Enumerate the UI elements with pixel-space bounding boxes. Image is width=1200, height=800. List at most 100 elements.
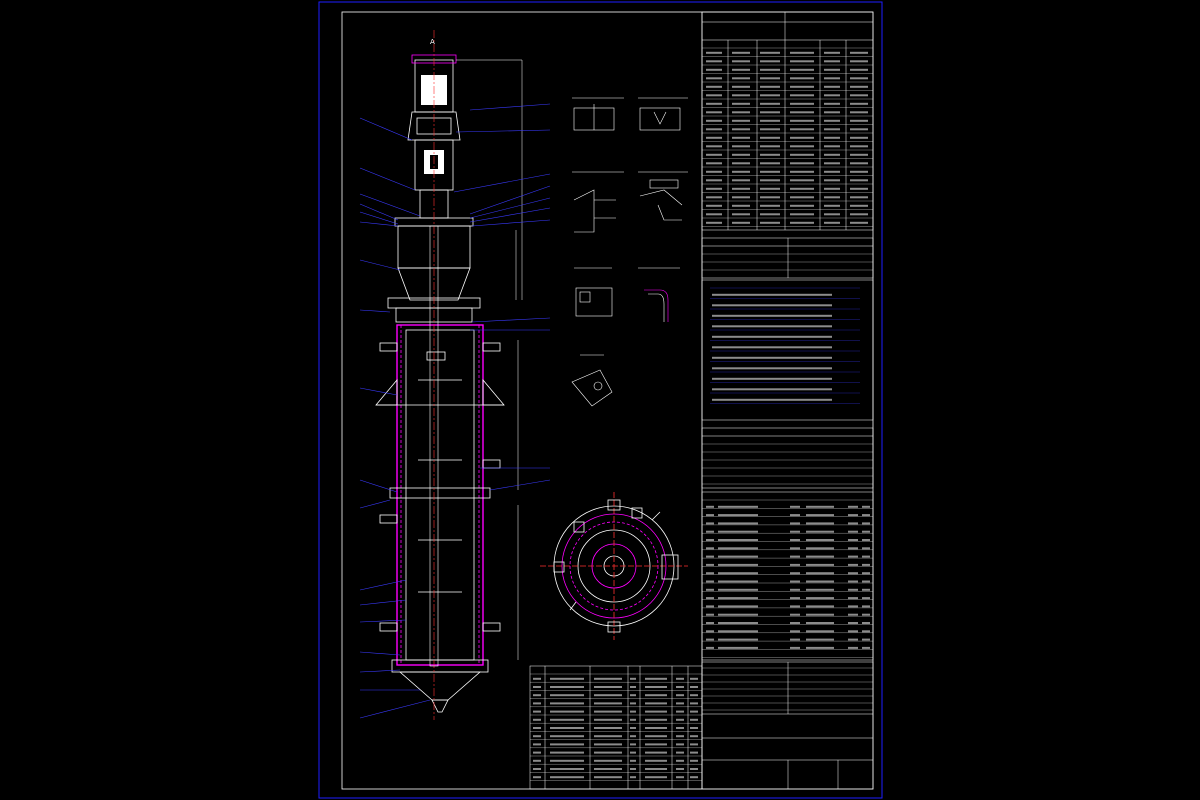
- cad-text-mark: [690, 735, 698, 738]
- cad-text-mark: [790, 204, 814, 207]
- cad-text-mark: [712, 388, 832, 391]
- cad-text-mark: [732, 204, 750, 207]
- cad-text-mark: [550, 677, 584, 680]
- cad-text-mark: [676, 727, 684, 729]
- cad-text-mark: [630, 718, 636, 721]
- cad-text-mark: [848, 588, 858, 591]
- cad-text-mark: [676, 759, 684, 762]
- cad-text-mark: [850, 102, 868, 105]
- cad-text-mark: [790, 221, 814, 224]
- cad-text-mark: [718, 613, 758, 616]
- cad-text-mark: [630, 702, 636, 705]
- cad-text-mark: [862, 505, 870, 508]
- cad-text-mark: [533, 743, 541, 746]
- cad-text-mark: [645, 686, 667, 688]
- cad-text-mark: [862, 613, 870, 616]
- cad-text-mark: [706, 514, 714, 517]
- cad-text-mark: [712, 356, 832, 359]
- cad-text-mark: [806, 563, 834, 566]
- cad-text-mark: [550, 759, 584, 762]
- cad-text-mark: [594, 759, 622, 762]
- cad-text-mark: [850, 153, 868, 156]
- cad-text-mark: [848, 547, 858, 550]
- cad-text-mark: [850, 187, 868, 190]
- cad-text-mark: [848, 646, 858, 649]
- cad-text-mark: [718, 539, 758, 541]
- cad-text-mark: [550, 735, 584, 738]
- cad-text-mark: [824, 153, 840, 156]
- cad-text-mark: [706, 94, 722, 97]
- cad-text-mark: [824, 51, 840, 54]
- parts-list-right: [701, 491, 874, 661]
- cad-text-mark: [790, 102, 814, 105]
- cad-text-mark: [806, 547, 834, 550]
- cad-text-mark: [676, 710, 684, 713]
- cad-text-mark: [732, 51, 750, 54]
- cad-text-mark: [790, 613, 800, 616]
- dimension-lines: [456, 59, 523, 660]
- cad-text-mark: [690, 751, 698, 754]
- support-lug-right: [482, 378, 505, 406]
- cad-text-mark: [706, 136, 722, 139]
- cad-text-mark: [712, 335, 832, 338]
- cad-text-mark: [706, 539, 714, 541]
- cad-text-mark: [630, 735, 636, 738]
- cad-text-mark: [718, 622, 758, 624]
- cad-text-mark: [848, 514, 858, 517]
- cad-text-mark: [806, 613, 834, 616]
- cad-text-mark: [706, 153, 722, 156]
- cad-text-mark: [806, 539, 834, 541]
- cad-text-mark: [676, 735, 684, 738]
- cad-text-mark: [690, 710, 698, 713]
- cad-text-mark: [718, 547, 758, 550]
- cad-text-mark: [806, 588, 834, 591]
- cad-text-mark: [550, 751, 584, 754]
- cad-text-mark: [706, 505, 714, 508]
- cad-text-mark: [862, 555, 870, 558]
- cad-text-mark: [690, 718, 698, 721]
- cad-text-mark: [790, 153, 814, 156]
- vessel-elevation: [375, 54, 505, 713]
- cad-text-mark: [790, 119, 814, 122]
- cad-text-mark: [732, 111, 750, 114]
- cad-text-mark: [706, 646, 714, 649]
- cad-text-mark: [862, 630, 870, 633]
- cad-text-mark: [732, 77, 750, 80]
- cad-text-mark: [645, 727, 667, 729]
- cad-text-mark: [706, 522, 714, 525]
- cad-text-mark: [760, 128, 780, 131]
- cad-text-mark: [790, 85, 814, 88]
- cad-text-mark: [760, 153, 780, 156]
- cad-text-mark: [760, 204, 780, 207]
- cad-text-mark: [790, 522, 800, 525]
- cad-text-mark: [550, 776, 584, 779]
- cad-text-mark: [760, 85, 780, 88]
- cad-text-mark: [706, 572, 714, 575]
- cad-text-mark: [718, 505, 758, 508]
- cad-text-mark: [533, 759, 541, 762]
- cad-text-mark: [862, 547, 870, 550]
- cad-text-mark: [848, 572, 858, 575]
- cad-text-mark: [848, 563, 858, 566]
- cad-text-mark: [706, 213, 722, 216]
- cad-text-mark: [630, 759, 636, 762]
- cad-text-mark: [718, 555, 758, 558]
- cad-text-mark: [594, 710, 622, 713]
- cad-text-mark: [706, 555, 714, 558]
- cad-text-mark: [706, 128, 722, 131]
- outer-sheet-border: [318, 1, 883, 799]
- cad-text-mark: [824, 136, 840, 139]
- cad-text-mark: [732, 102, 750, 105]
- cad-text-mark: [533, 702, 541, 705]
- cad-text-mark: [824, 119, 840, 122]
- cad-text-mark: [550, 768, 584, 770]
- cad-text-mark: [706, 162, 722, 165]
- cad-text-mark: [690, 702, 698, 705]
- cad-text-mark: [594, 776, 622, 779]
- cad-text-mark: [806, 555, 834, 558]
- cad-text-mark: [790, 638, 800, 641]
- cad-text-mark: [848, 530, 858, 533]
- cad-text-mark: [732, 179, 750, 182]
- cad-text-mark: [706, 613, 714, 616]
